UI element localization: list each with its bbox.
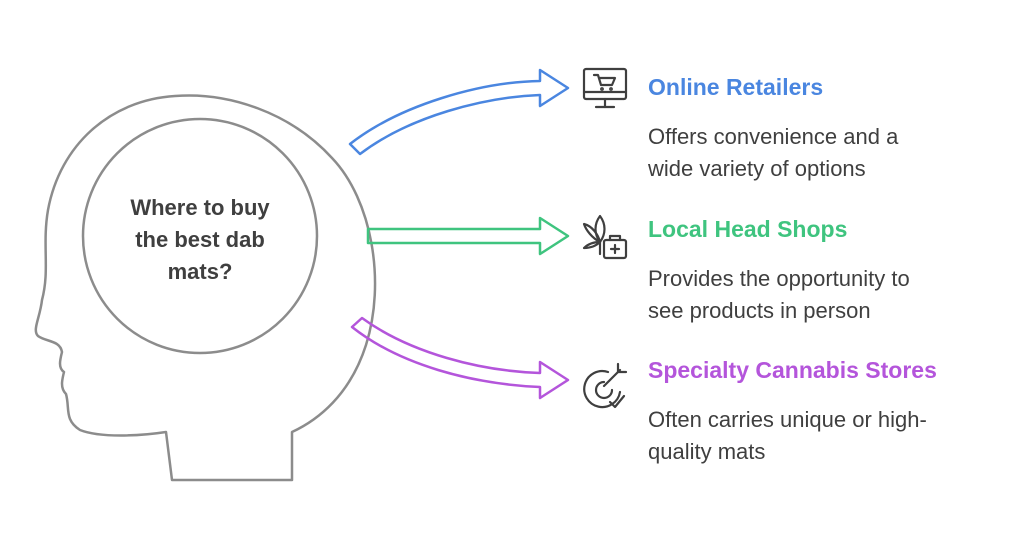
arrow-local-head-shops xyxy=(366,216,570,256)
central-question: Where to buy the best dab mats? xyxy=(100,192,300,288)
option-description-line: see products in person xyxy=(648,298,871,323)
option-description-line: Offers convenience and a xyxy=(648,124,899,149)
option-description-line: Often carries unique or high- xyxy=(648,407,927,432)
question-line: Where to buy xyxy=(130,195,270,220)
option-title: Online Retailers xyxy=(648,74,824,100)
arrow-specialty-stores xyxy=(350,316,570,400)
thought-circle xyxy=(81,117,319,355)
question-line: the best dab xyxy=(135,227,265,252)
option-specialty-cannabis-stores: Specialty Cannabis Stores Often carries … xyxy=(648,356,1018,468)
option-description-line: quality mats xyxy=(648,439,766,464)
target-check-icon xyxy=(583,362,628,409)
option-title: Specialty Cannabis Stores xyxy=(648,357,937,383)
option-description: Provides the opportunity to see products… xyxy=(648,263,1018,327)
option-description-line: Provides the opportunity to xyxy=(648,266,910,291)
option-description-line: wide variety of options xyxy=(648,156,866,181)
arrow-online-retailers xyxy=(348,68,570,156)
option-description: Often carries unique or high- quality ma… xyxy=(648,404,1018,468)
option-title: Local Head Shops xyxy=(648,216,848,242)
cannabis-leaf-icon xyxy=(582,214,628,260)
option-local-head-shops: Local Head Shops Provides the opportunit… xyxy=(648,215,1018,327)
computer-cart-icon xyxy=(582,67,628,109)
option-online-retailers: Online Retailers Offers convenience and … xyxy=(648,73,1018,185)
head-outline xyxy=(34,94,377,482)
option-description: Offers convenience and a wide variety of… xyxy=(648,121,1018,185)
question-line: mats? xyxy=(167,259,233,284)
